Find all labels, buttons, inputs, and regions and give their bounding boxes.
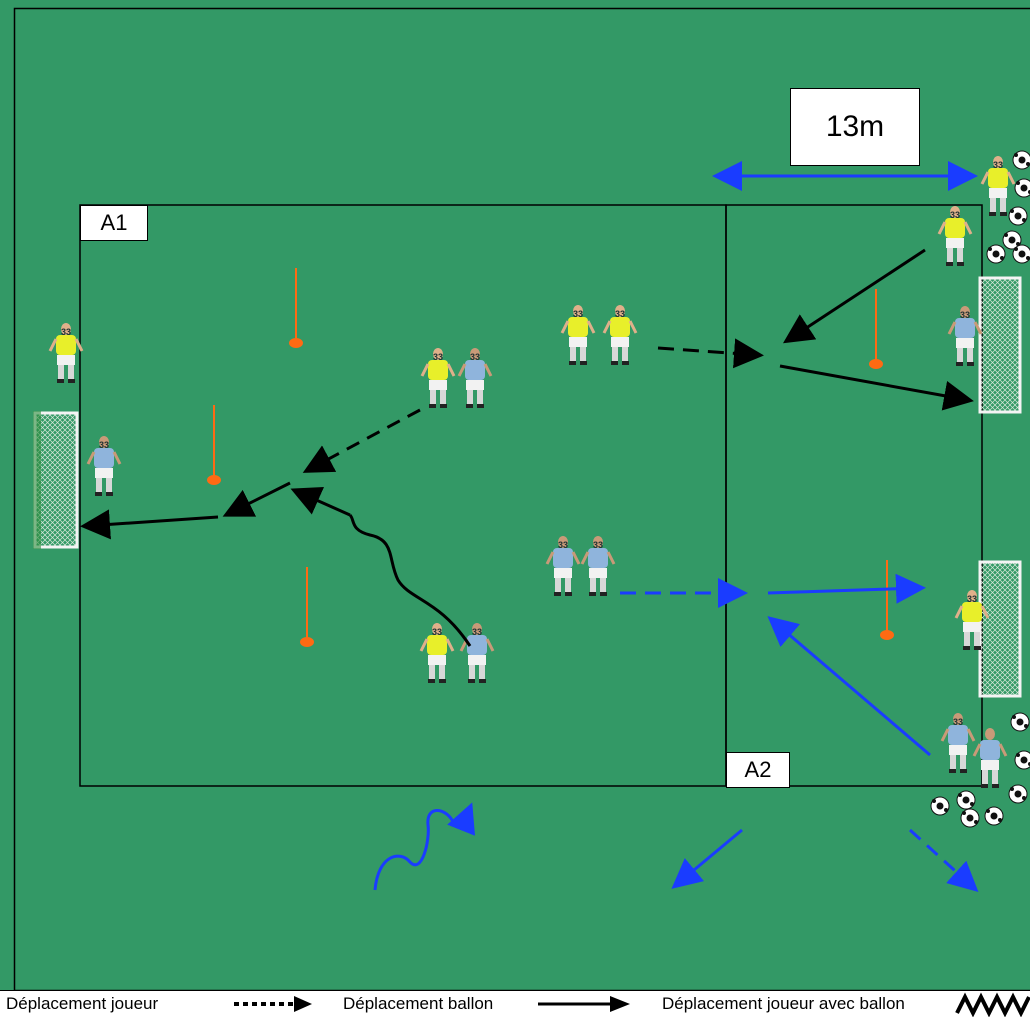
jersey-number: 33 xyxy=(99,440,109,450)
legend-dribble: Déplacement joueur avec ballon xyxy=(662,994,905,1014)
jersey-number: 33 xyxy=(432,627,442,637)
zone-label-a1: A1 xyxy=(80,205,148,241)
legend: Déplacement joueur Déplacement ballon Dé… xyxy=(0,990,1030,1017)
jersey-number: 33 xyxy=(558,540,568,550)
wavy-line-icon xyxy=(955,991,1030,1017)
jersey-number: 33 xyxy=(960,310,970,320)
jersey-number: 33 xyxy=(472,627,482,637)
zone-label-a2: A2 xyxy=(726,752,790,788)
jersey-number: 33 xyxy=(470,352,480,362)
legend-player-move: Déplacement joueur xyxy=(6,994,158,1014)
jersey-number: 33 xyxy=(967,594,977,604)
jersey-number: 33 xyxy=(61,327,71,337)
legend-ball-move: Déplacement ballon xyxy=(343,994,493,1014)
jersey-number: 33 xyxy=(993,160,1003,170)
jersey-number: 33 xyxy=(953,717,963,727)
jersey-number: 33 xyxy=(950,210,960,220)
goal-icon xyxy=(33,411,77,549)
jersey-number: 33 xyxy=(573,309,583,319)
jersey-number: 33 xyxy=(433,352,443,362)
jersey-number: 33 xyxy=(615,309,625,319)
distance-label: 13m xyxy=(790,88,920,166)
solid-arrow-icon xyxy=(536,991,636,1017)
goal-icon xyxy=(980,278,1020,412)
goal-icon xyxy=(980,562,1020,696)
dotted-arrow-icon xyxy=(232,991,322,1017)
jersey-number: 33 xyxy=(593,540,603,550)
